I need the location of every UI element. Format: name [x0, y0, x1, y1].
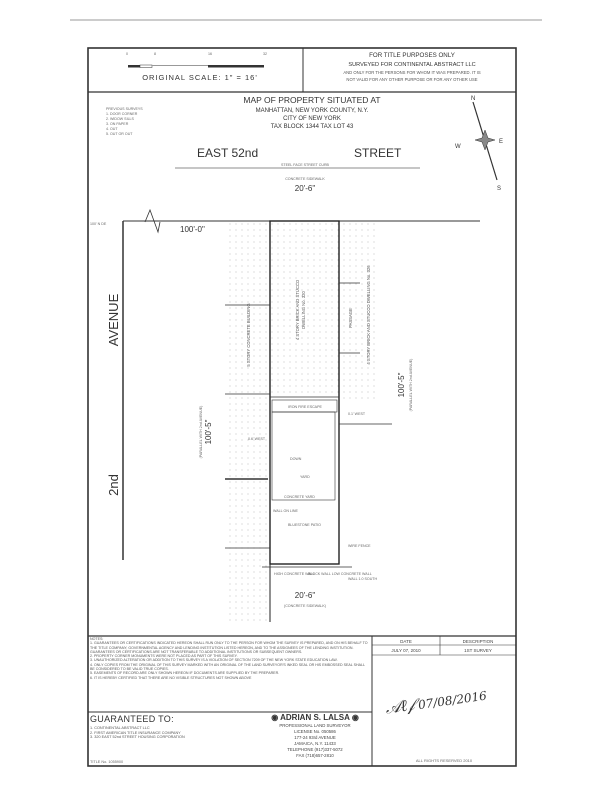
sheet-border — [87, 47, 517, 767]
wall-label: WALL 1.0 SOUTH — [348, 577, 377, 581]
rear-note: (CONCRETE SIDEWALK) — [284, 604, 326, 608]
surveyor-license: LICENSE No. 050586 — [294, 729, 336, 734]
revision-date: JULY 07, 2010 — [391, 647, 421, 653]
stair-down-label: DOWN — [290, 457, 302, 461]
surveyor-city: JAMAICA, N.Y. 11433 — [294, 741, 336, 746]
guaranteed-item: 1. CONTINENTAL ABSTRACT LLC — [90, 726, 150, 730]
avenue-name: AVENUE — [106, 293, 121, 346]
curb-note: STEEL FACE STREET CURB — [281, 163, 330, 167]
title-city: CITY OF NEW YORK — [283, 116, 341, 122]
revision-table: DATE DESCRIPTION JULY 07, 2010 1ST SURVE… — [372, 637, 516, 655]
surveyor-phone: TELEPHONE (917)337-5072 — [287, 747, 343, 752]
revision-row: JULY 07, 2010 1ST SURVEY — [372, 645, 516, 655]
surveyor-name: ADRIAN S. LALSA — [280, 713, 350, 722]
revision-description: 1ST SURVEY — [464, 647, 492, 653]
seal-icon: ◉ — [351, 713, 359, 722]
note-item: 6. IT IS HEREBY CERTIFIED THAT THERE ARE… — [90, 675, 252, 680]
break-line — [144, 208, 161, 234]
left-side-dimension: 100'-5" — [204, 419, 213, 444]
guaranteed-item: 2. FIRST AMERICAN TITLE INSURANCE COMPAN… — [90, 730, 181, 735]
svg-text:1. DOOR CORNER: 1. DOOR CORNER — [106, 112, 138, 116]
adjoining-building-left: 5 STORY CONCRETE BUILDING — [246, 303, 251, 366]
scale-tick: 16 — [208, 52, 212, 56]
title-purpose-box: FOR TITLE PURPOSES ONLY SURVEYED FOR CON… — [343, 52, 481, 82]
map-title: MAP OF PROPERTY SITUATED AT MANHATTAN, N… — [243, 95, 380, 130]
scale-tick: 0 — [126, 52, 128, 56]
right-side-note: (PARALLEL WITH 2nd AVENUE) — [409, 359, 413, 412]
building-label: 4 STORY BRICK AND STUCCO — [295, 279, 300, 340]
adjoining-left-hatch — [225, 222, 270, 622]
svg-text:E: E — [499, 139, 503, 145]
corner-note: 100' N DE — [90, 222, 107, 226]
wall-label: WALL ON LINE — [273, 509, 298, 513]
seal-icon: ◉ — [271, 713, 279, 722]
date-header: DATE — [400, 638, 412, 644]
for-title-purposes: FOR TITLE PURPOSES ONLY — [369, 52, 455, 59]
guaranteed-heading: GUARANTEED TO: — [90, 714, 174, 724]
notes-heading: NOTES: — [90, 637, 104, 641]
street-name: EAST 52nd — [197, 146, 258, 160]
guaranteed-item: 3. 320 EAST 52nd STREET HOUSING CORPORAT… — [90, 735, 185, 740]
note-item: 3. UNAUTHORIZED ALTERATION OR ADDITION T… — [90, 658, 338, 663]
offset-label: 0.6' WEST — [248, 437, 266, 441]
title-county: MANHATTAN, NEW YORK COUNTY, N.Y. — [256, 108, 369, 114]
title-tax-block: TAX BLOCK 1344 TAX LOT 43 — [271, 124, 354, 130]
title-number: TITLE No. 1055900 — [90, 759, 124, 764]
surveyor-title: PROFESSIONAL LAND SURVEYOR — [279, 723, 351, 728]
adjoining-right-hatch — [339, 222, 379, 402]
note-item: 2. PROPERTY CORNER MONUMENTS WERE NOT PL… — [90, 654, 238, 659]
wall-label: BLOCK WALL LOW CONCRETE WALL — [308, 572, 372, 576]
guaranteed-section: GUARANTEED TO: 1. CONTINENTAL ABSTRACT L… — [90, 714, 230, 764]
original-scale-label: ORIGINAL SCALE: 1" = 16' — [142, 73, 258, 82]
svg-text:4. OUT: 4. OUT — [106, 127, 118, 131]
surveyed-for: SURVEYED FOR CONTINENTAL ABSTRACT LLC — [348, 62, 475, 68]
purpose-line: NOT VALID FOR ANY OTHER PURPOSE OR FOR A… — [346, 77, 477, 82]
wall-label: WIRE FENCE — [348, 544, 371, 548]
yard-outline — [271, 411, 336, 501]
note-item: 5. EASEMENTS OF RECORD ARE ONLY SHOWN HE… — [90, 671, 280, 676]
left-side-note: (PARALLEL WITH 2nd AVENUE) — [199, 406, 203, 459]
right-side-dimension: 100'-5" — [397, 372, 406, 397]
surveyor-address: 177-24 93rd AVENUE — [294, 735, 336, 740]
fire-escape-label: IRON FIRE ESCAPE — [288, 405, 322, 409]
surveyor-block: ◉ ADRIAN S. LALSA ◉ PROFESSIONAL LAND SU… — [258, 713, 372, 759]
scale-tick: 32 — [263, 52, 267, 56]
concrete-yard-label: CONCRETE YARD — [284, 495, 315, 499]
building-number: DWELLING No. 320 — [301, 290, 306, 328]
surveyor-fax: FAX (718)657-2810 — [296, 753, 334, 758]
avenue-number: 2nd — [106, 474, 121, 496]
wall-label: HIGH CONCRETE WALL — [274, 572, 315, 576]
svg-text:PREVIOUS SURVEYS: PREVIOUS SURVEYS — [106, 107, 143, 111]
svg-text:2. WIDOW SILLS: 2. WIDOW SILLS — [106, 117, 135, 121]
copyright: ALL RIGHTS RESERVED 2010 — [415, 758, 473, 763]
lot-boundary — [269, 220, 340, 565]
svg-text:5. OUT OR OUT: 5. OUT OR OUT — [106, 132, 133, 136]
purpose-line: AND ONLY FOR THE PERSONS FOR WHOM IT WAS… — [343, 70, 481, 75]
notes: NOTES: 1. GUARANTEES OR CERTIFICATIONS I… — [90, 637, 370, 680]
street-name-suffix: STREET — [354, 146, 402, 160]
rear-width-dimension: 20'-6" — [295, 591, 316, 600]
scale-bar: 0 8 16 32 ORIGINAL SCALE: 1" = 16' — [126, 52, 267, 82]
sidewalk-note: CONCRETE SIDEWALK — [285, 177, 325, 181]
front-width-dimension: 20'-6" — [295, 184, 316, 193]
north-arrow-icon: N E S W — [455, 96, 503, 192]
svg-text:W: W — [455, 144, 461, 150]
description-header: DESCRIPTION — [462, 638, 494, 644]
building-hatch — [270, 222, 339, 397]
note-item: 1. GUARANTEES OR CERTIFICATIONS INDICATE… — [90, 641, 368, 654]
svg-text:N: N — [471, 96, 475, 102]
offset-label: 0.1' WEST — [348, 412, 366, 416]
title: MAP OF PROPERTY SITUATED AT — [243, 95, 380, 105]
svg-text:3. ON PAPER: 3. ON PAPER — [106, 122, 129, 126]
passage-label: PASSAGE — [348, 308, 353, 328]
adjoining-building-right: 4 STORY BRICK AND STUCCO DWELLING No. 32… — [366, 265, 371, 365]
legend: PREVIOUS SURVEYS 1. DOOR CORNER 2. WIDOW… — [106, 107, 143, 136]
yard-label: YARD — [300, 475, 310, 479]
svg-text:S: S — [497, 186, 501, 192]
scale-tick: 8 — [154, 52, 156, 56]
frontage-dimension: 100'-0" — [180, 225, 205, 234]
patio-label: BLUESTONE PATIO — [288, 523, 321, 527]
note-item: 4. ONLY COPIES FROM THE ORIGINAL OF THIS… — [90, 662, 365, 672]
